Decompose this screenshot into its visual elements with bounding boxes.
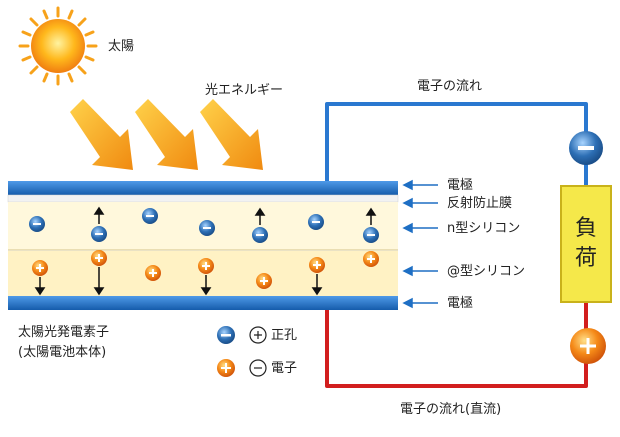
wire-electron-icon: [569, 131, 603, 165]
legend-electron-label: 電子: [271, 361, 298, 376]
load-box: 負 荷: [560, 185, 612, 303]
light-arrows: [70, 99, 263, 170]
hole-icon: [256, 273, 272, 289]
electron-icon: [29, 216, 45, 232]
solar-cell: [7, 181, 399, 310]
electron-drift-arrows: [93, 206, 377, 225]
sun-label: 太陽: [108, 39, 135, 54]
legend-hole-label: 正孔: [271, 328, 298, 343]
anti-reflection-label: 反射防止膜: [447, 196, 513, 211]
element-sub-label: (太陽電池本体): [18, 345, 107, 360]
legend-plus-sign-icon: [249, 326, 267, 344]
electron-icon: [363, 227, 379, 243]
anti-reflection-layer: [7, 194, 399, 203]
light-arrow-icon: [135, 99, 198, 170]
electron-icon: [252, 227, 268, 243]
hole-icon: [32, 260, 48, 276]
holes: [32, 250, 379, 289]
electrons: [29, 208, 379, 243]
light-arrow-icon: [200, 99, 263, 170]
hole-icon: [91, 250, 107, 266]
load-char-2: 荷: [574, 246, 597, 271]
hole-icon: [198, 258, 214, 274]
electrode-top-label: 電極: [447, 178, 474, 193]
electron-flow-label: 電子の流れ: [417, 79, 483, 94]
light-arrow-icon: [70, 99, 133, 170]
hole-icon: [363, 251, 379, 267]
p-type-label: @型シリコン: [447, 264, 526, 279]
legend-hole-icon: [217, 359, 235, 377]
legend-minus-sign-icon: [249, 359, 267, 377]
legend-electron-icon: [217, 326, 235, 344]
electron-flow-dc-label: 電子の流れ(直流): [400, 402, 502, 417]
load-char-1: 負: [574, 216, 597, 242]
electrode-bottom-layer: [8, 296, 398, 310]
sun-icon: [18, 6, 98, 86]
electrode-top-layer: [8, 181, 398, 195]
electron-icon: [308, 214, 324, 230]
label-pointer-arrows: [402, 179, 438, 309]
wire-hole-icon: [570, 328, 606, 364]
hole-drift-arrows: [34, 267, 323, 296]
electron-icon: [199, 220, 215, 236]
electron-icon: [91, 226, 107, 242]
n-type-label: n型シリコン: [447, 221, 521, 236]
element-name-label: 太陽光発電素子: [18, 325, 110, 340]
hole-icon: [145, 265, 161, 281]
hole-icon: [309, 257, 325, 273]
electron-icon: [142, 208, 158, 224]
light-energy-label: 光エネルギー: [205, 83, 284, 98]
electrode-bottom-label: 電極: [447, 296, 474, 311]
